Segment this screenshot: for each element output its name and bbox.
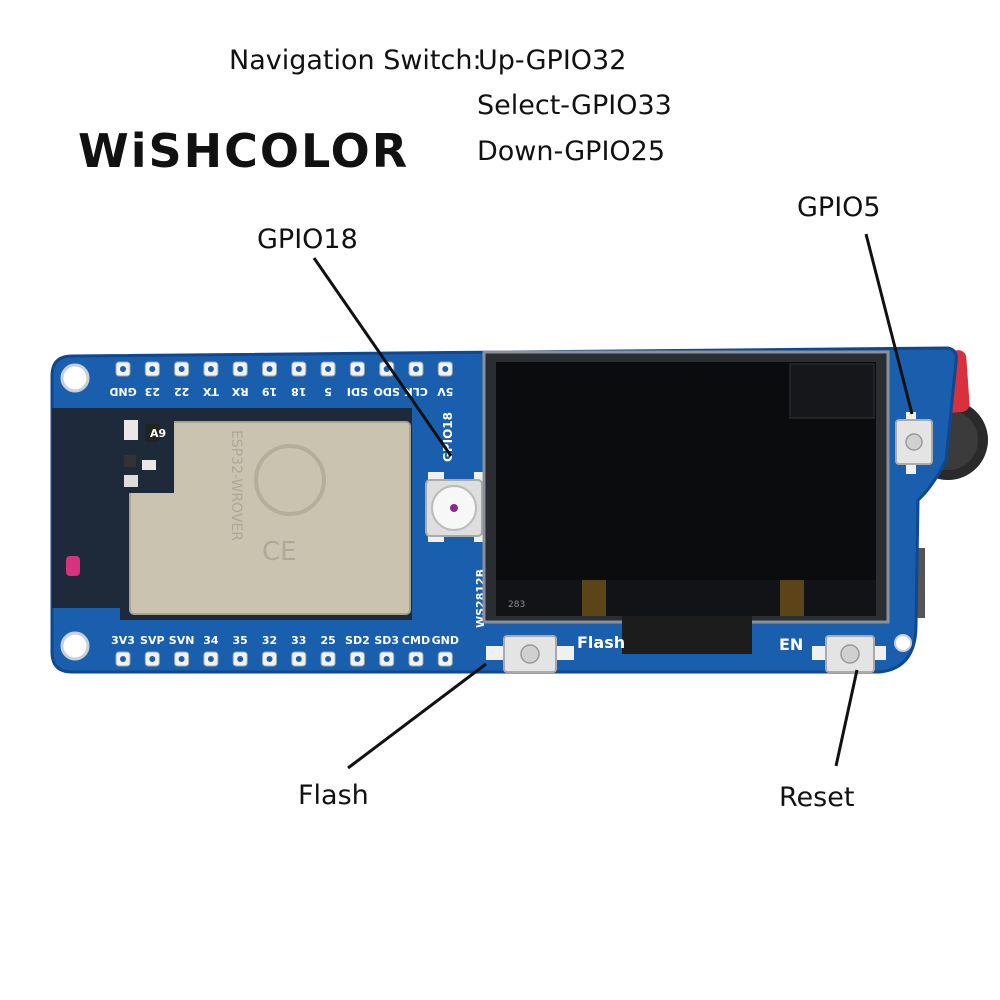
top-pin-hole — [266, 366, 273, 372]
bottom-pin-hole — [149, 656, 156, 662]
top-pin-hole — [207, 366, 214, 372]
bottom-pin-hole — [413, 656, 419, 662]
top-pin-label: 23 — [145, 385, 160, 398]
top-pin-label: TX — [202, 385, 219, 398]
bottom-pin-label: 35 — [233, 634, 248, 647]
top-pin-hole — [413, 366, 419, 372]
bottom-pin-hole — [237, 656, 244, 662]
bottom-pin-label: 25 — [320, 634, 335, 647]
gpio5-callout-label: GPIO5 — [797, 192, 881, 223]
top-pin-hole — [120, 366, 126, 372]
flash-leader-line — [347, 662, 487, 770]
bottom-pin-label: SD3 — [374, 634, 399, 647]
bottom-pin-hole — [207, 656, 214, 662]
bottom-pin-hole — [120, 656, 126, 662]
bottom-pin-hole — [442, 656, 449, 662]
bottom-pin-label: 33 — [291, 634, 306, 647]
top-pin-label: 19 — [262, 385, 277, 398]
bottom-pin-label: GND — [432, 634, 459, 647]
bottom-pin-label: SVN — [169, 634, 195, 647]
top-pin-hole — [149, 366, 156, 372]
silk-gpio18: GPIO18 — [441, 412, 455, 462]
bottom-pin-label: 3V3 — [111, 634, 135, 647]
bottom-pin-label: SD2 — [345, 634, 370, 647]
esp32-module: A9 CE ESP32-WROVER — [118, 408, 412, 620]
bottom-pin-row — [115, 651, 453, 667]
flash-button[interactable] — [486, 635, 574, 673]
bottom-pin-label: SVP — [140, 634, 165, 647]
flash-callout-label: Flash — [298, 780, 369, 811]
bottom-pin-label: CMD — [402, 634, 430, 647]
silk-flash: Flash — [577, 633, 625, 652]
reset-button[interactable] — [812, 635, 886, 673]
gpio5-leader-line — [864, 233, 914, 415]
nav-switch-label: Navigation Switch: — [229, 45, 482, 76]
bottom-pin-hole — [325, 656, 332, 662]
module-text: ESP32-WROVER — [228, 430, 244, 541]
top-pin-hole — [295, 366, 302, 372]
reset-callout-label: Reset — [779, 782, 855, 813]
top-pin-label: SDI — [347, 385, 368, 398]
top-pin-label: 22 — [174, 385, 189, 398]
bottom-pin-hole — [295, 656, 302, 662]
top-pin-hole — [178, 366, 185, 372]
top-pin-hole — [442, 366, 449, 372]
top-pin-label: GND — [109, 385, 136, 398]
antenna-marker — [66, 556, 80, 576]
top-pin-label: 18 — [291, 385, 306, 398]
brand-logo: WiSHCOLOR — [78, 124, 410, 178]
ws2812b-led — [425, 472, 486, 542]
reset-leader-line — [834, 669, 859, 767]
gpio18-callout-label: GPIO18 — [257, 224, 358, 255]
top-pin-hole — [325, 366, 332, 372]
top-pin-row — [115, 361, 453, 377]
nav-switch-up: Up-GPIO32 — [478, 45, 627, 76]
oled-small-text: 283 — [508, 600, 525, 610]
nav-switch-down: Down-GPIO25 — [477, 136, 666, 167]
mounting-holes — [60, 363, 912, 661]
ce-mark: CE — [262, 537, 297, 567]
chip-marking: A9 — [150, 427, 166, 440]
antenna-area — [52, 408, 122, 608]
bottom-pin-label: 32 — [262, 634, 277, 647]
bottom-pin-hole — [178, 656, 185, 662]
top-pin-label: 5V — [437, 385, 454, 398]
top-pin-label: RX — [231, 385, 248, 398]
gpio18-leader-line — [312, 257, 453, 457]
top-pin-hole — [237, 366, 244, 372]
top-pin-label: SDO — [373, 385, 399, 398]
bottom-pin-hole — [383, 656, 390, 662]
gpio5-button[interactable] — [895, 412, 933, 474]
silk-en: EN — [779, 635, 803, 654]
nav-switch-select: Select-GPIO33 — [477, 90, 672, 121]
top-pin-hole — [354, 366, 361, 372]
bottom-pin-hole — [354, 656, 361, 662]
bottom-pin-label: 34 — [203, 634, 219, 647]
oled-display: 283 — [482, 350, 890, 654]
bottom-pin-hole — [266, 656, 273, 662]
top-pin-label: 5 — [324, 385, 332, 398]
